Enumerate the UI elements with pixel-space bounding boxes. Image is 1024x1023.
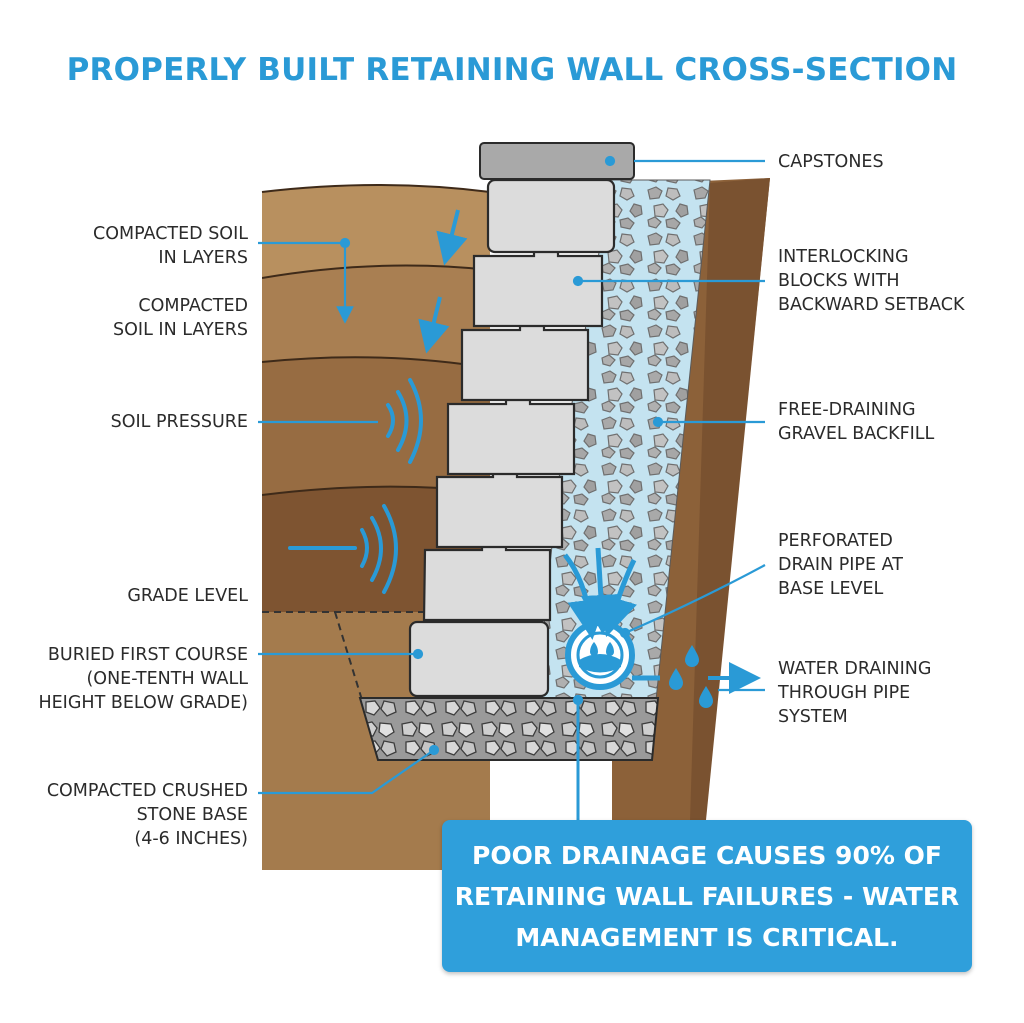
label-grade-level: GRADE LEVEL	[127, 586, 248, 606]
label-water-draining: WATER DRAINING THROUGH PIPE SYSTEM	[778, 659, 932, 727]
label-compacted-soil-1: COMPACTED SOIL IN LAYERS	[93, 224, 248, 268]
callout-box: POOR DRAINAGE CAUSES 90% OF RETAINING WA…	[442, 820, 972, 972]
soil-pressure-waves	[288, 378, 423, 594]
label-gravel-backfill: FREE-DRAINING GRAVEL BACKFILL	[778, 400, 935, 444]
callout-text: POOR DRAINAGE CAUSES 90% OF RETAINING WA…	[454, 840, 960, 952]
crushed-stone-base	[358, 697, 660, 761]
drain-pipe	[563, 547, 660, 690]
label-compacted-soil-2: COMPACTED SOIL IN LAYERS	[113, 296, 248, 340]
label-interlocking-blocks: INTERLOCKING BLOCKS WITH BACKWARD SETBAC…	[778, 247, 965, 315]
settlement-arrows	[418, 209, 468, 354]
label-buried-first-course: BURIED FIRST COURSE (ONE-TENTH WALL HEIG…	[38, 645, 248, 713]
interlocking-blocks	[408, 178, 616, 698]
label-soil-pressure: SOIL PRESSURE	[110, 412, 248, 432]
label-crushed-stone-base: COMPACTED CRUSHED STONE BASE (4-6 INCHES…	[46, 781, 248, 849]
diagram-title: PROPERLY BUILT RETAINING WALL CROSS-SECT…	[66, 52, 958, 88]
leader-lines	[258, 155, 766, 820]
label-capstones: CAPSTONES	[778, 152, 884, 172]
label-drain-pipe: PERFORATED DRAIN PIPE AT BASE LEVEL	[778, 531, 903, 599]
water-drops	[669, 645, 713, 708]
